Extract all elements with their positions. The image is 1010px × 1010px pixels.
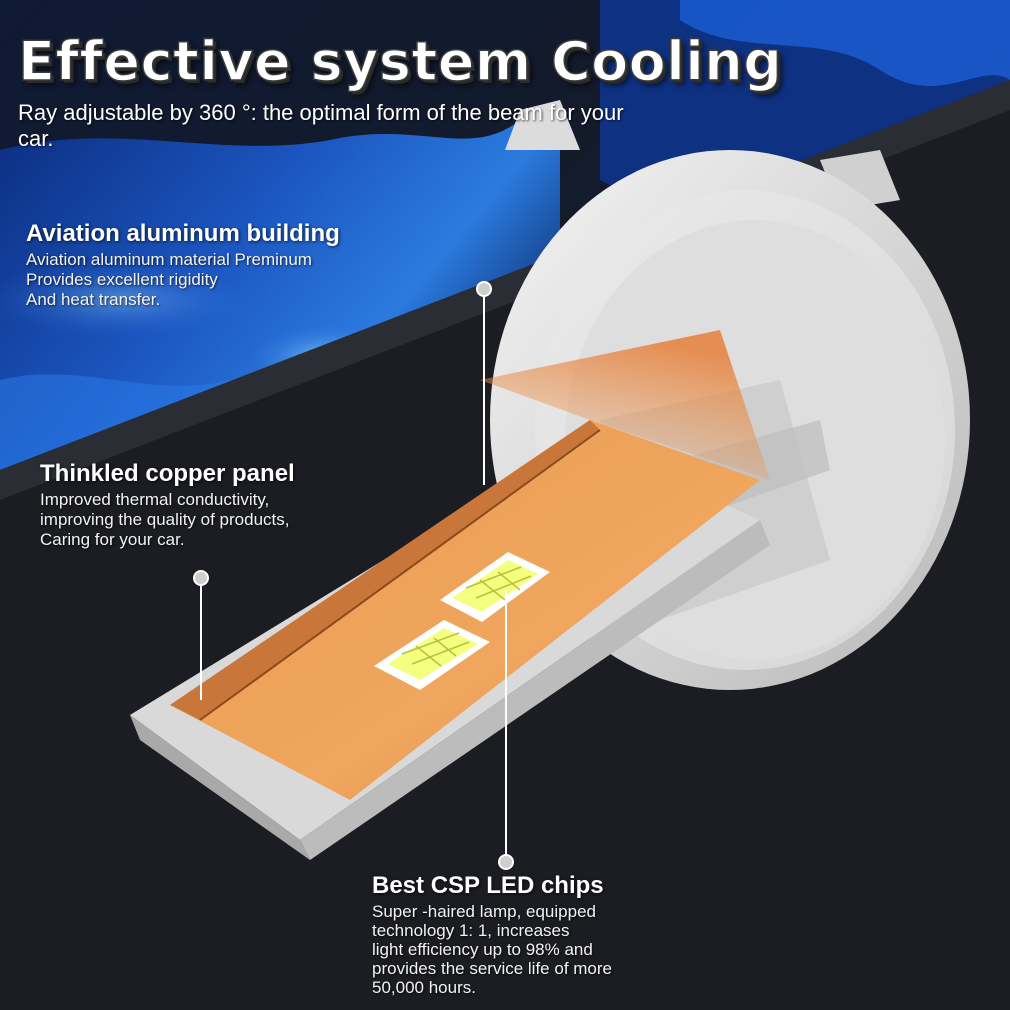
feature-heading: Best CSP LED chips	[372, 872, 604, 899]
feature-line: Aviation aluminum material Preminum	[26, 250, 312, 269]
feature-heading: Thinkled copper panel	[40, 460, 295, 487]
callout-aluminum	[476, 281, 492, 485]
callout-copper	[193, 570, 209, 700]
led-chip-1-icon	[440, 552, 550, 622]
feature-line: light efficiency up to 98% and	[372, 940, 593, 959]
feature-line: Improved thermal conductivity,	[40, 490, 270, 509]
feature-line: Provides excellent rigidity	[26, 270, 218, 289]
feature-description: Aviation aluminum material Preminum Prov…	[26, 250, 426, 310]
feature-line: 50,000 hours.	[372, 978, 476, 997]
page-subtitle: Ray adjustable by 360 °: the optimal for…	[18, 100, 624, 151]
feature-description: Super -haired lamp, equipped technology …	[372, 902, 702, 997]
feature-copper-panel: Thinkled copper panel Improved thermal c…	[40, 460, 400, 550]
feature-line: technology 1: 1, increases	[372, 921, 570, 940]
feature-line: Caring for your car.	[40, 530, 185, 549]
feature-line: improving the quality of products,	[40, 510, 290, 529]
feature-description: Improved thermal conductivity, improving…	[40, 490, 400, 550]
callout-chips	[498, 590, 514, 870]
feature-csp-led-chips: Best CSP LED chips Super -haired lamp, e…	[372, 872, 702, 997]
feature-aviation-aluminum: Aviation aluminum building Aviation alum…	[26, 220, 426, 310]
feature-heading: Aviation aluminum building	[26, 220, 340, 247]
led-chip-2-icon	[374, 620, 490, 690]
feature-line: And heat transfer.	[26, 290, 161, 309]
page-title: Effective system Cooling	[17, 29, 783, 94]
feature-line: provides the service life of more	[372, 959, 612, 978]
feature-line: Super -haired lamp, equipped	[372, 902, 596, 921]
